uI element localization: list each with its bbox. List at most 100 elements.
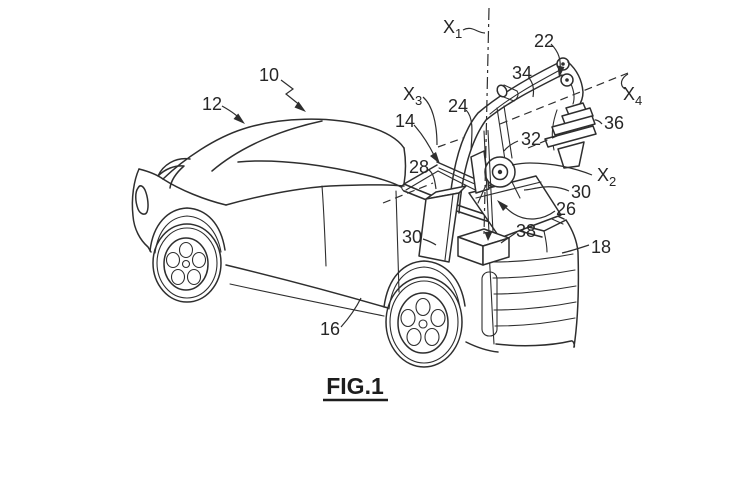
cab-rear-edge — [403, 147, 407, 185]
axis-x1-base: X — [443, 17, 455, 37]
axis-x1-sub: 1 — [455, 26, 462, 41]
label-14: 14 — [395, 111, 415, 131]
rear-rim-hole — [430, 308, 446, 328]
under-bed-sill — [465, 341, 499, 353]
leader-18 — [561, 244, 590, 254]
elbow-pin-dot — [561, 62, 565, 66]
gripper-foot — [557, 141, 585, 169]
rear-hub — [418, 319, 428, 329]
robotic-arm-assembly — [418, 57, 597, 266]
leader-34 — [528, 77, 535, 98]
label-34: 34 — [512, 63, 532, 83]
tool-shaft-line — [483, 130, 490, 234]
pivot-brace — [511, 181, 521, 199]
wrist-bracket-inner — [570, 83, 575, 105]
rear-panel-line — [493, 301, 577, 311]
label-30-left: 30 — [402, 227, 422, 247]
label-12: 12 — [202, 94, 222, 114]
truck-roofline — [162, 118, 405, 180]
figure-caption: FIG.1 — [326, 373, 384, 399]
actuator-rod — [503, 105, 513, 159]
front-tire-outer — [152, 223, 222, 303]
tool-shaft-line — [487, 129, 494, 234]
pin-cylinder-line — [500, 95, 515, 102]
linkage-pin-cylinder — [496, 84, 519, 102]
axis-line-x1 — [483, 7, 490, 235]
tailgate-corner-seam — [543, 230, 548, 253]
front-wheel-arch-lip — [154, 215, 222, 254]
pin-cylinder-end — [496, 84, 508, 98]
gripper-plate — [551, 115, 596, 136]
front-tire-inner — [156, 227, 218, 299]
rear-panel-line — [493, 285, 577, 295]
label-26: 26 — [556, 199, 576, 219]
bed-seam — [395, 190, 400, 293]
label-30-right: 30 — [571, 182, 591, 202]
bed-front-wall-top — [403, 164, 438, 185]
leader-10 — [280, 79, 302, 107]
front-wheel — [149, 207, 226, 303]
leader-x1 — [462, 27, 486, 34]
figure-caption-group: FIG.1 — [323, 373, 388, 402]
tailgate-top-edge — [543, 219, 567, 232]
front-hub — [181, 259, 191, 269]
gripper-plate-stack — [544, 102, 597, 169]
leader-lines — [221, 27, 629, 328]
front-rim-hole — [178, 241, 194, 259]
pivot-joint — [470, 150, 521, 204]
arrowhead-26 — [497, 200, 508, 211]
rear-panel-bottom — [495, 340, 576, 348]
pivot-flange — [470, 150, 490, 194]
label-10: 10 — [259, 65, 279, 85]
rear-rim — [397, 292, 449, 354]
cowl-line — [162, 178, 227, 206]
roof-panel-lower-line — [237, 160, 402, 188]
pin-cylinder-cap — [513, 90, 519, 102]
rear-panel — [481, 251, 577, 348]
leader-16 — [340, 297, 362, 328]
axis-x2-sub: 2 — [609, 174, 616, 189]
front-wheel-arch-outer — [149, 207, 226, 252]
label-16: 16 — [320, 319, 340, 339]
rear-wheel-arch-outer — [383, 260, 466, 308]
label-axis-x2: X2 — [597, 165, 616, 189]
pedestal-edge-line — [444, 193, 454, 261]
arrowhead-14 — [430, 152, 440, 164]
rocker-line-lower — [229, 283, 385, 317]
axis-lines — [382, 7, 629, 235]
label-28: 28 — [409, 157, 429, 177]
rear-tire-outer — [385, 276, 463, 368]
pedestal-front — [418, 192, 460, 263]
roof-panel-upper-line — [211, 120, 323, 172]
cargo-box-side — [482, 237, 510, 266]
axis-labels: X1 X2 X3 X4 — [403, 17, 642, 189]
front-rim-hole — [186, 268, 202, 286]
elbow-pin-dot — [565, 78, 569, 82]
label-38: 38 — [516, 221, 536, 241]
gripper-plate — [544, 125, 597, 148]
front-rim — [163, 237, 209, 291]
arrowhead-10 — [294, 101, 306, 112]
leader-x3 — [422, 96, 438, 146]
axis-x3-sub: 3 — [415, 93, 422, 108]
rear-rim-hole — [400, 308, 416, 328]
leader-x4 — [620, 73, 629, 90]
leader-30-left — [422, 238, 437, 246]
pin-cylinder-line — [503, 84, 518, 92]
rear-tire-inner — [389, 280, 459, 364]
label-22: 22 — [534, 31, 554, 51]
rear-panel-line — [491, 253, 574, 263]
leader-14 — [413, 124, 436, 158]
axis-line-x2-segment — [527, 135, 558, 149]
rear-panel-left-edge — [488, 251, 495, 345]
pivot-inner-ring — [491, 163, 509, 181]
axis-line-x3-x4-segment — [437, 137, 464, 148]
arm-mast-inner — [458, 74, 563, 214]
front-rim-hole — [191, 251, 207, 269]
rear-rim-hole — [424, 327, 440, 347]
pivot-center-dot — [497, 169, 503, 175]
tool-shaft — [483, 129, 494, 241]
leader-30-right — [523, 186, 570, 192]
